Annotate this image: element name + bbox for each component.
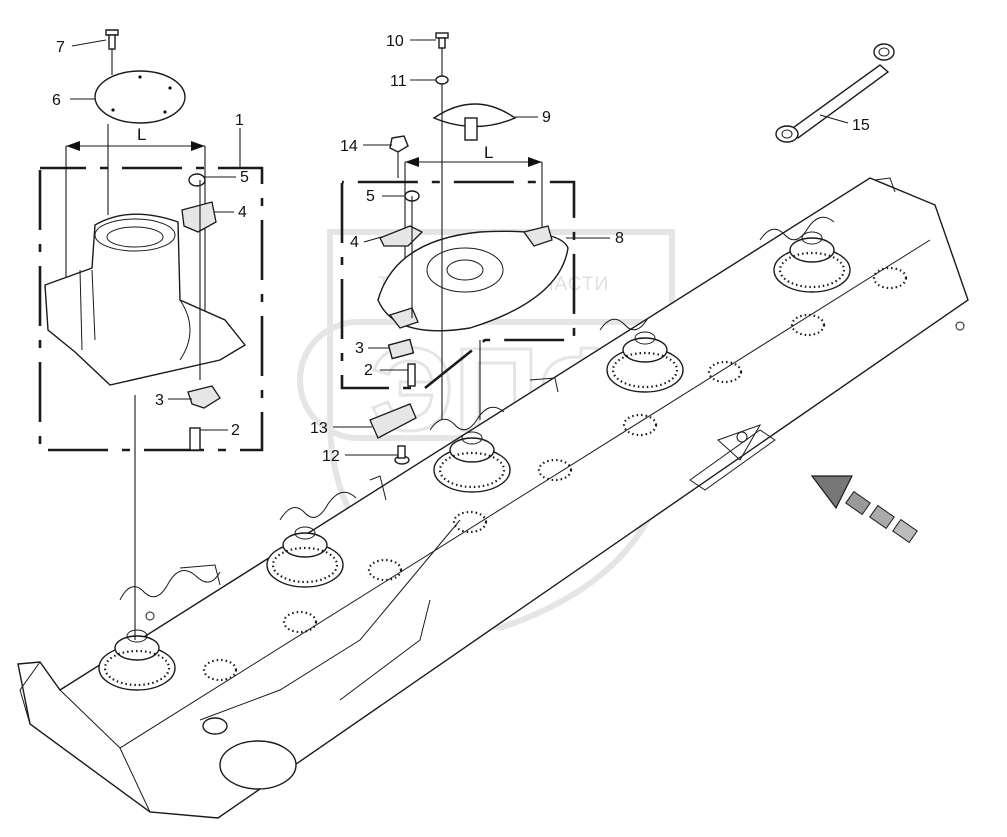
- dimension-label-l: L: [137, 125, 146, 144]
- callout-14: 14: [340, 138, 358, 155]
- callout-8: 8: [615, 230, 624, 247]
- cutting-knife: [369, 403, 417, 439]
- drum-cover-disc: [94, 70, 186, 124]
- callout-5: 5: [240, 169, 249, 186]
- bar-hole: [219, 740, 297, 790]
- cutter-hub: [606, 331, 684, 393]
- callout-9: 9: [542, 109, 551, 126]
- callout-leaders: [70, 39, 849, 456]
- cutter-hub: [433, 431, 511, 493]
- callout-4: 4: [350, 234, 359, 251]
- callout-6: 6: [52, 92, 61, 109]
- callout-2: 2: [364, 362, 373, 379]
- callout-12: 12: [322, 448, 340, 465]
- bar-rivets: [202, 266, 908, 682]
- callout-4: 4: [238, 204, 247, 221]
- callout-10: 10: [386, 33, 404, 50]
- callout-labels: 1 2 2 3 3 4 4 5 5 6 7 8 9 10 11 12 13 14…: [52, 33, 870, 465]
- callout-3: 3: [355, 340, 364, 357]
- callout-1: 1: [235, 112, 244, 129]
- cutting-disc: [377, 230, 569, 332]
- travel-direction-arrow-icon: [810, 475, 918, 544]
- knife-holder-part: [181, 201, 217, 233]
- cutter-hub: [98, 629, 176, 691]
- left-assembly: L: [38, 29, 264, 640]
- callout-11: 11: [390, 73, 407, 90]
- callout-3: 3: [155, 392, 164, 409]
- wrench-tool-icon: [775, 43, 895, 143]
- dimension-label-l-2: L: [484, 143, 493, 162]
- callout-2: 2: [231, 422, 240, 439]
- middle-assembly: L: [340, 32, 576, 465]
- callout-13: 13: [310, 420, 328, 437]
- cutter-bar: [17, 177, 969, 819]
- callout-5: 5: [366, 188, 375, 205]
- cutter-hub: [773, 231, 851, 293]
- disc-cap: [432, 103, 517, 128]
- cutter-drum: [44, 213, 247, 386]
- callout-15: 15: [852, 117, 870, 134]
- cutter-hub: [266, 526, 344, 588]
- callout-7: 7: [56, 39, 65, 56]
